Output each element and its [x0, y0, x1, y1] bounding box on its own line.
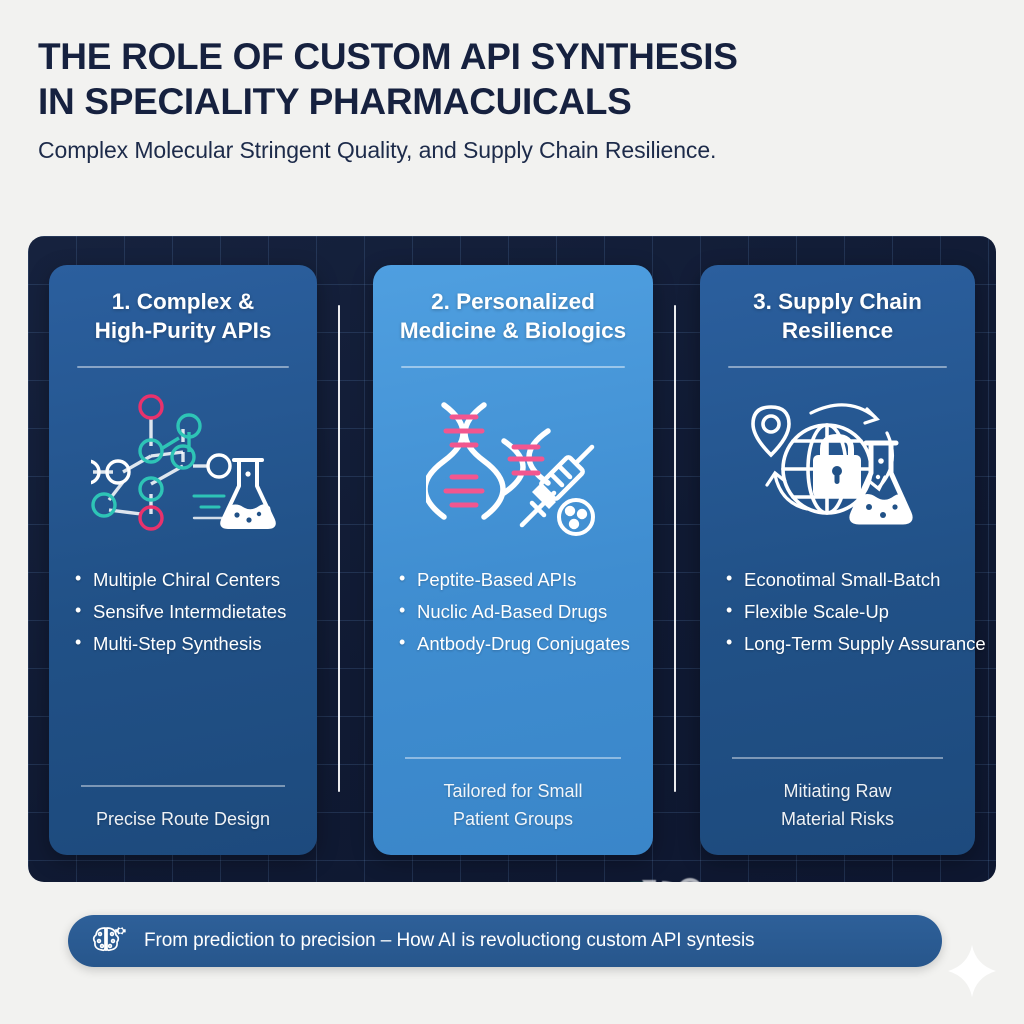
card-2-title-line-1: 2. Personalized	[431, 289, 595, 314]
card-2-title: 2. Personalized Medicine & Biologics	[393, 287, 633, 346]
card-1-footer: Precise Route Design	[69, 805, 297, 837]
brain-gear-icon	[92, 924, 126, 959]
list-item: Multi-Step Synthesis	[75, 627, 297, 660]
dna-syringe-icon	[393, 374, 633, 554]
card-3-bullet-list: Econotimal Small-Batch Flexible Scale-Up…	[720, 562, 986, 758]
card-divider-2	[674, 305, 676, 792]
page-title-line-1: THE ROLE OF CUSTOM API SYNTHESIS	[38, 36, 738, 77]
card-3-footer: Mitiating Raw Material Risks	[720, 777, 955, 837]
list-item: Sensifve Intermdietates	[75, 595, 297, 628]
content-panel: 1. Complex & High-Purity APIs	[28, 236, 996, 882]
card-2-footer-line-1: Tailored for Small	[443, 780, 583, 801]
page-subtitle: Complex Molecular Stringent Quality, and…	[38, 137, 717, 164]
card-supply-chain-resilience[interactable]: 3. Supply Chain Resilience	[700, 265, 986, 855]
footer-banner[interactable]: From prediction to precision – How AI is…	[68, 915, 942, 967]
footer-banner-text: From prediction to precision – How AI is…	[144, 930, 755, 951]
list-item: Nuclic Ad-Based Drugs	[399, 595, 633, 628]
page-title-line-2: IN SPECIALITY PHARMACUICALS	[38, 81, 632, 123]
list-item: Econotimal Small-Batch	[726, 562, 955, 596]
card-divider-1	[338, 305, 340, 792]
card-2-footer: Tailored for Small Patient Groups	[393, 777, 633, 837]
list-item: Flexible Scale-Up	[726, 595, 955, 628]
card-3-footer-line-2: Material Risks	[780, 808, 895, 829]
card-3-footer-rule	[732, 757, 943, 759]
card-1-title: 1. Complex & High-Purity APIs	[69, 287, 297, 346]
card-3-footer-line-1: Mitiating Raw	[783, 780, 892, 801]
molecule-flask-icon	[69, 374, 297, 554]
list-item: Antbody-Drug Conjugates	[399, 627, 633, 660]
list-item: Long-Term Supply Assurance	[726, 627, 986, 660]
card-personalized-medicine-biologics[interactable]: 2. Personalized Medicine & Biologics	[373, 265, 653, 855]
card-2-title-line-2: Medicine & Biologics	[399, 318, 627, 344]
card-1-footer-line-1: Precise Route Design	[95, 808, 271, 829]
card-2-bullet-list: Peptite-Based APIs Nuclic Ad-Based Drugs…	[393, 562, 633, 758]
card-complex-high-purity-apis[interactable]: 1. Complex & High-Purity APIs	[49, 265, 317, 855]
card-1-title-line-1: 1. Complex &	[111, 289, 255, 314]
list-item: Peptite-Based APIs	[399, 562, 633, 596]
page-title: THE ROLE OF CUSTOM API SYNTHESIS IN SPEC…	[38, 34, 988, 124]
card-3-title-line-2: Resilience	[781, 318, 894, 344]
card-3-title: 3. Supply Chain Resilience	[720, 287, 955, 346]
card-2-title-rule	[401, 365, 625, 368]
sparkle-icon	[948, 945, 996, 997]
card-1-title-line-2: High-Purity APIs	[94, 318, 272, 344]
header: THE ROLE OF CUSTOM API SYNTHESIS IN SPEC…	[38, 34, 988, 164]
card-1-title-rule	[77, 365, 289, 368]
card-3-title-rule	[728, 365, 947, 368]
card-1-bullet-list: Multiple Chiral Centers Sensifve Intermd…	[69, 562, 297, 786]
globe-lock-flask-icon	[720, 374, 955, 554]
card-3-title-line-1: 3. Supply Chain	[753, 289, 922, 314]
list-item: Multiple Chiral Centers	[75, 562, 297, 596]
cards-container: 1. Complex & High-Purity APIs	[28, 236, 996, 882]
card-2-footer-rule	[405, 757, 621, 759]
card-2-footer-line-2: Patient Groups	[452, 808, 574, 829]
card-1-footer-rule	[81, 785, 285, 787]
